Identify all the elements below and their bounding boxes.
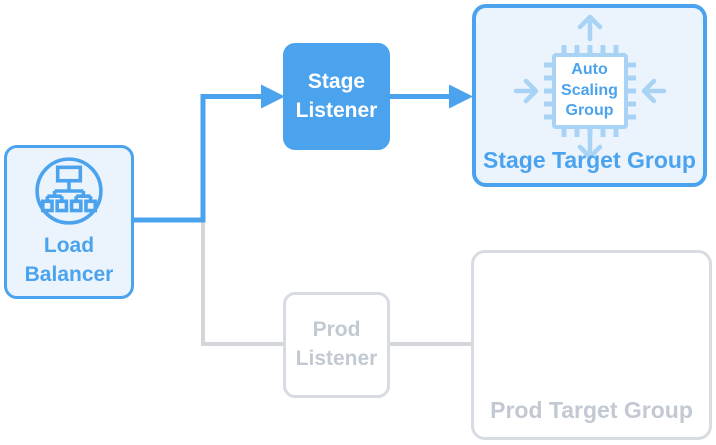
scale-out-arrow-up-icon: [577, 14, 602, 42]
edge-load-balancer-to-prod-listener: [201, 221, 285, 346]
prod-listener-label: Prod Listener: [295, 318, 378, 370]
auto-scaling-group-label: Auto Scaling Group: [561, 61, 618, 120]
auto-scaling-group-chip-icon: Auto Scaling Group: [500, 13, 680, 161]
node-stage-target-group: Auto Scaling Group Stage Target Group: [472, 4, 707, 187]
prod-target-group-label: Prod Target Group: [490, 397, 693, 424]
cpu-chip-with-scale-arrows-icon: [513, 14, 666, 160]
arrowhead-into-stage-target-group-icon: [449, 84, 473, 109]
node-prod-target-group: Prod Target Group: [471, 250, 712, 440]
load-balancer-network-tree-icon: [35, 156, 103, 225]
chip-pins: [543, 45, 636, 137]
node-stage-listener: Stage Listener: [283, 43, 390, 150]
node-load-balancer: Load Balancer: [4, 145, 134, 299]
stage-target-group-label: Stage Target Group: [483, 147, 696, 174]
node-prod-listener: Prod Listener: [283, 292, 390, 398]
scale-out-arrow-down-icon: [577, 132, 602, 160]
stage-listener-label: Stage Listener: [295, 69, 378, 122]
chip-body: [551, 53, 628, 129]
scale-in-arrow-right-icon: [641, 78, 666, 104]
scale-in-arrow-left-icon: [513, 78, 538, 104]
load-balancer-label: Load Balancer: [24, 233, 114, 286]
edge-load-balancer-to-stage-listener: [132, 94, 262, 223]
arrowhead-into-stage-listener-icon: [261, 84, 285, 109]
